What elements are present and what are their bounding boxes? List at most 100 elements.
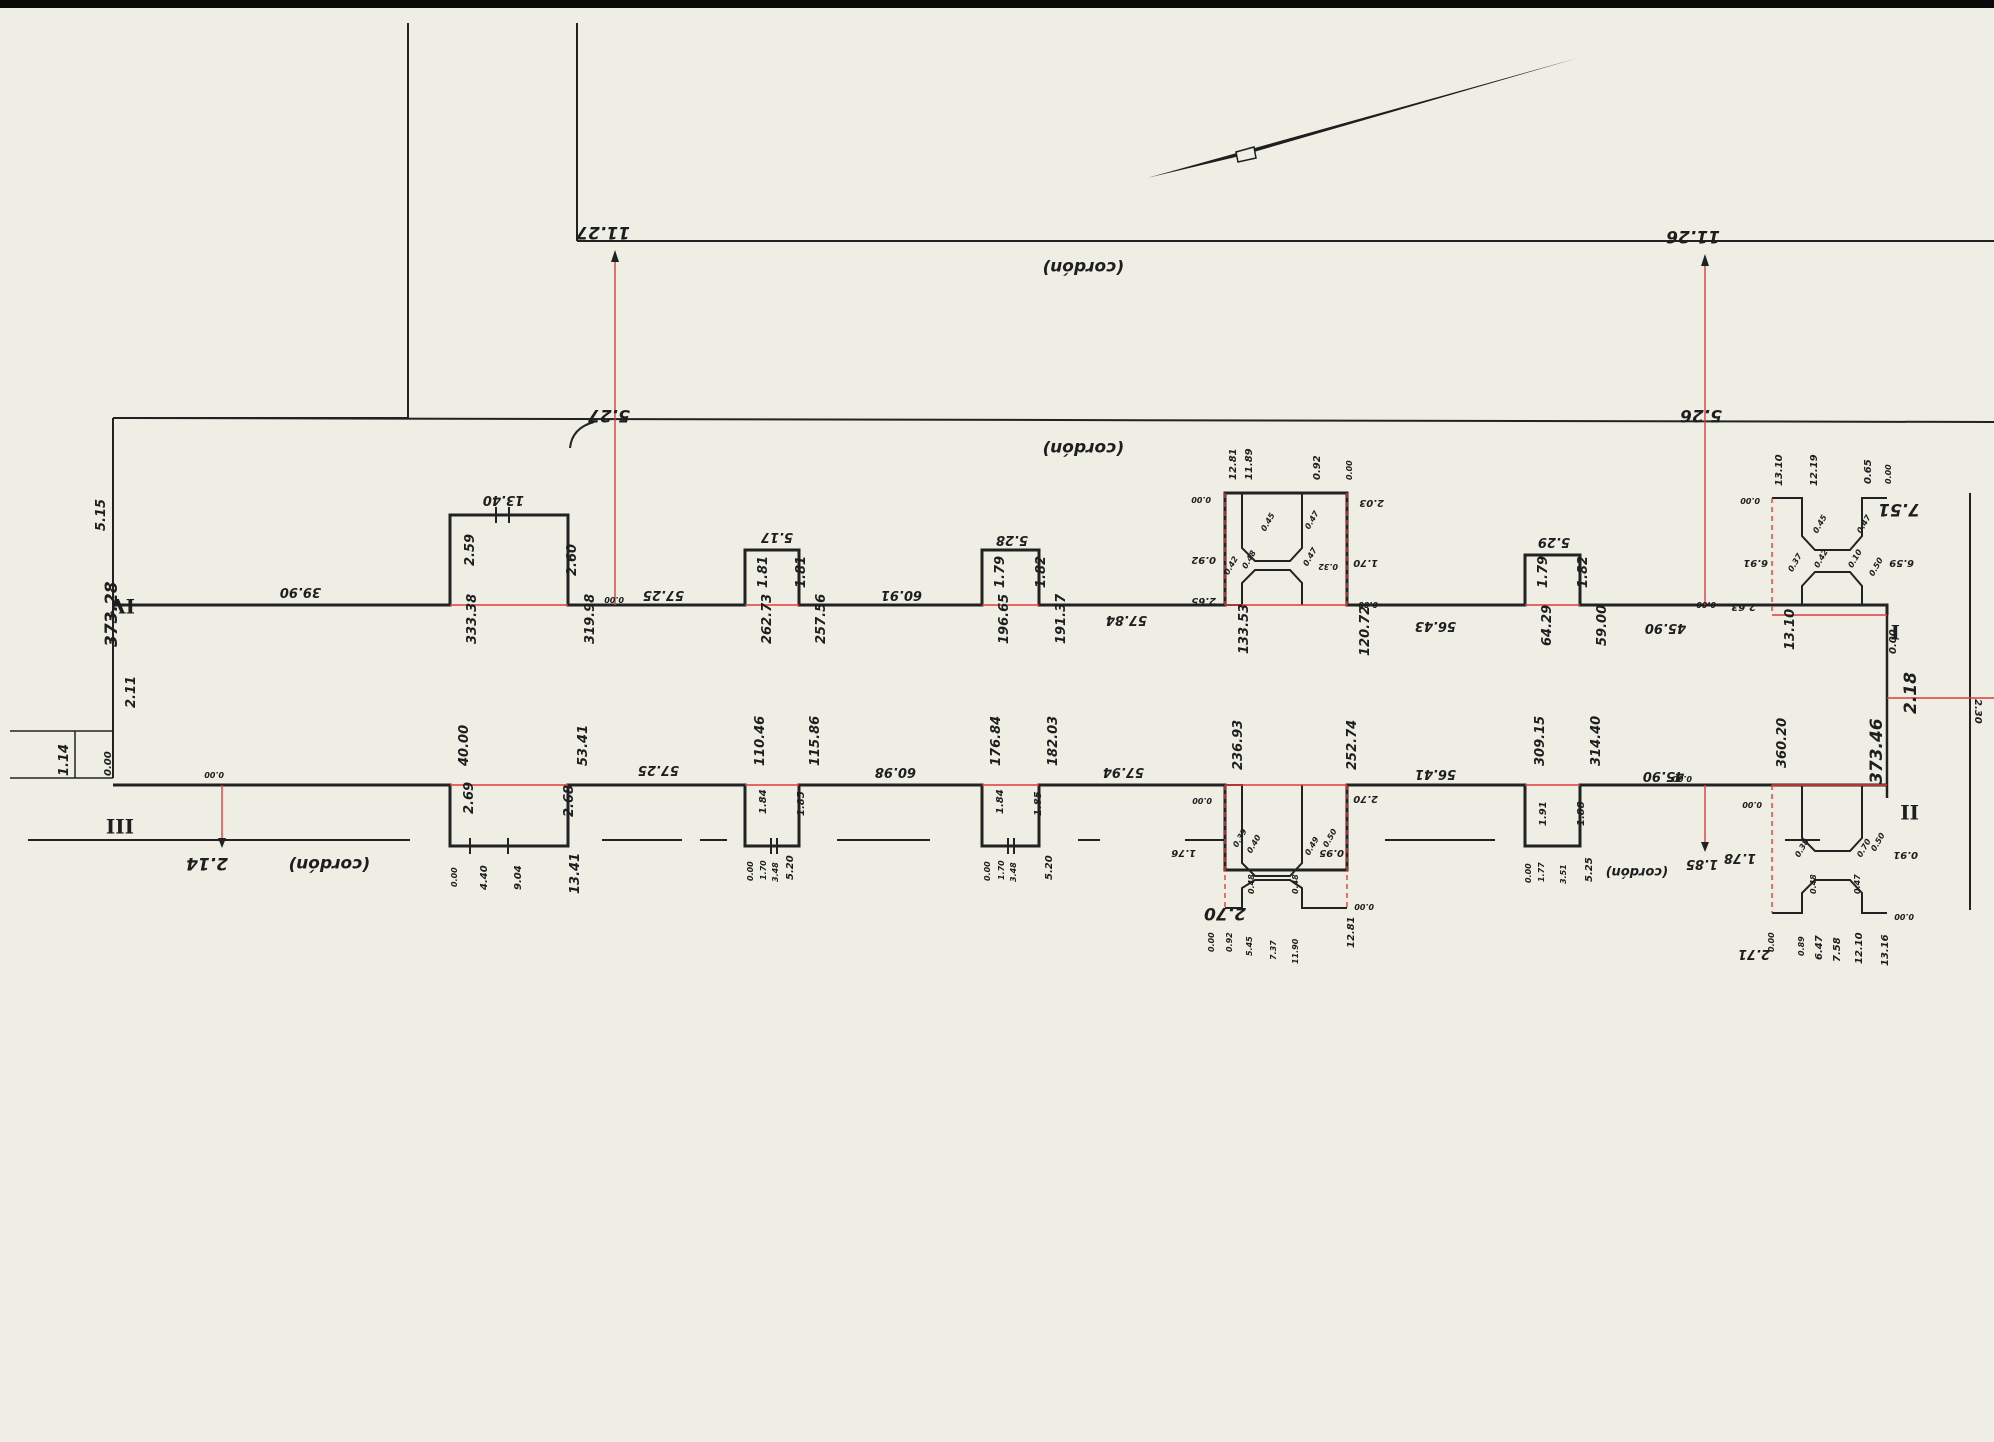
corner-value: 0.48 [1291, 874, 1300, 894]
notch-tick: 3.48 [771, 862, 780, 882]
width-left: 2.11 [124, 676, 139, 708]
corner-value: 2.70 [1204, 903, 1246, 923]
bottom-chainage: 115.86 [808, 716, 823, 766]
top-end-label: 7.51 [1878, 499, 1920, 519]
top-segment: 60.91 [881, 587, 922, 602]
corner-value: 2.71 [1738, 946, 1770, 961]
corner-value: 0.47 [1303, 509, 1321, 531]
corner-value: 0.37 [1786, 551, 1804, 573]
notch-width: 5.28 [996, 532, 1028, 547]
curb-label-bottom-right: (cordón) [1606, 864, 1668, 879]
corner-value: 0.48 [1809, 874, 1818, 894]
bottom-extra-zero: 0.00 [1672, 774, 1692, 783]
notch-tick: 5.20 [785, 855, 796, 880]
bottom-chainage: 40.00 [457, 725, 472, 767]
survey-plan-drawing: IV III I II (cordón) (cordón) (cordón) (… [10, 23, 1994, 966]
offset-top-left: 11.27 [576, 222, 630, 242]
notch-tick: 1.70 [997, 860, 1006, 880]
survey-plan-sheet: IV III I II (cordón) (cordón) (cordón) (… [0, 8, 1994, 1442]
top-chainage: 191.37 [1054, 593, 1069, 644]
corner-value: 12.10 [1854, 932, 1865, 964]
bottom-segment: 56.41 [1415, 766, 1456, 781]
corner-value: 0.49 [1303, 835, 1321, 857]
top-chainage: 196.65 [997, 594, 1012, 644]
top-chainage: 133.53 [1237, 604, 1252, 654]
corner-value: 2.70 [1353, 793, 1378, 804]
corner-value: 0.00 [1345, 460, 1354, 480]
bottom-chainage: 252.74 [1345, 720, 1360, 770]
bottom-chainage: 110.46 [753, 716, 768, 766]
top-chainage: 0.00 [1888, 629, 1899, 654]
bottom-segment: 57.94 [1103, 764, 1144, 779]
corner-value: 0.00 [1207, 932, 1216, 952]
station-iii: III [106, 814, 134, 838]
top-start-label: 373.28 [102, 581, 122, 647]
bottom-segment: 57.25 [638, 762, 679, 777]
corner-value: 1.76 [1171, 847, 1196, 858]
corner-value: 0.45 [1259, 511, 1277, 533]
top-chainage: 59.00 [1595, 605, 1610, 646]
north-arrow-icon [1147, 58, 1578, 178]
notch-width: 5.29 [1538, 534, 1570, 549]
corner-value: 7.58 [1832, 937, 1843, 962]
bottom-segment: 60.98 [875, 764, 916, 779]
boundary-lines [10, 23, 1994, 910]
corner-value: 6.91 [1743, 557, 1768, 568]
notch-right: 2.68 [562, 785, 577, 817]
corner-value: 0.65 [1863, 459, 1874, 484]
notch-tick: 0.00 [450, 867, 459, 887]
bottom-extra: 1.85 [1686, 856, 1718, 871]
bottom-chainage: 360.20 [1775, 718, 1790, 768]
corner-value: 0.00 [1696, 600, 1716, 609]
top-segment: 39.90 [280, 584, 321, 599]
corner-value: 0.32 [1318, 562, 1338, 571]
bottom-chainage: 309.15 [1533, 716, 1548, 766]
corner-value: 0.50 [1321, 827, 1339, 849]
corner-value: 0.50 [1869, 831, 1887, 853]
notch-tick: 5.25 [1584, 857, 1595, 882]
corner-value: 0.92 [1312, 455, 1323, 480]
offset-mid-right: 5.26 [1680, 405, 1722, 425]
corner-value: 0.00 [1192, 796, 1212, 805]
bottom-end-label: 373.46 [1867, 718, 1887, 784]
corner-value: 0.00 [1191, 495, 1211, 504]
notch-width: 13.40 [483, 492, 524, 507]
offset-left-small: 1.14 [57, 744, 72, 776]
top-corner-labels: 12.81 11.89 0.92 0.00 0.00 0.45 0.47 2.0… [1191, 448, 1914, 612]
corner-value: 0.95 [1319, 847, 1344, 858]
top-segment: 56.43 [1415, 618, 1456, 633]
corner-value: 5.45 [1245, 936, 1254, 956]
corner-value: 0.47 [1301, 546, 1319, 568]
top-chainage-labels: 333.38 319.98 262.73 257.56 196.65 191.3… [465, 593, 1899, 656]
corner-value: 1.70 [1353, 557, 1378, 568]
notch-left: 2.69 [462, 782, 477, 814]
corner-value: 13.16 [1880, 934, 1891, 966]
bottom-notch-labels: 2.69 2.68 0.00 4.40 9.04 13.41 1.84 1.85… [450, 782, 1595, 894]
notch-tick: 1.77 [1537, 862, 1546, 882]
bottom-chainage: 236.93 [1231, 720, 1246, 770]
street-outline [113, 491, 1889, 914]
corner-value: 0.92 [1225, 932, 1234, 952]
bottom-zero: 0.00 [204, 770, 224, 779]
corner-value: 0.91 [1893, 849, 1918, 860]
curb-label-top: (cordón) [1042, 257, 1124, 277]
notch-left: 1.84 [758, 789, 769, 814]
corner-value: 0.39 [1231, 827, 1249, 849]
corner-value: 11.90 [1291, 938, 1300, 964]
corner-value: 2.03 [1359, 497, 1384, 508]
corner-value: 12.81 [1346, 916, 1357, 948]
top-chainage: 64.29 [1540, 605, 1555, 646]
corner-value: 0.00 [1358, 600, 1378, 609]
corner-value: 0.00 [1884, 464, 1893, 484]
corner-value: 0.00 [1894, 912, 1914, 921]
notch-tick: 4.40 [479, 865, 490, 891]
top-chainage: 257.56 [814, 594, 829, 644]
corner-value: 0.48 [1240, 548, 1258, 570]
notch-width: 5.17 [760, 529, 793, 544]
curb-label-mid: (cordón) [1042, 438, 1124, 458]
corner-value: 0.45 [1811, 513, 1829, 535]
top-chainage: 13.10 [1783, 609, 1798, 650]
corner-value: 0.00 [1742, 800, 1762, 809]
corner-value: 0.00 [1354, 902, 1374, 911]
bottom-corner-labels: 0.00 2.70 0.39 0.40 0.48 0.48 0.49 0.50 … [1171, 793, 1918, 966]
